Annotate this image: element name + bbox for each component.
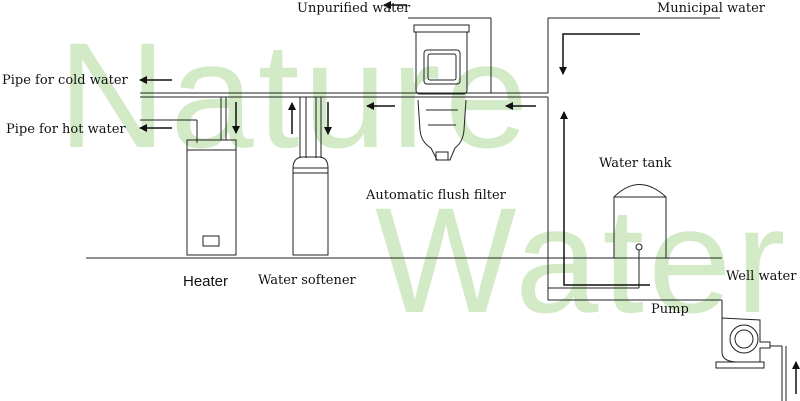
label-unpurified-water: Unpurified water — [297, 1, 411, 16]
label-well-water: Well water — [726, 269, 797, 284]
water-tank-unit — [548, 184, 667, 289]
water-softener-unit — [292, 156, 329, 256]
label-water-tank: Water tank — [599, 156, 672, 171]
pump-unit — [715, 317, 787, 401]
label-pump: Pump — [651, 302, 689, 317]
flush-filter-unit — [413, 24, 470, 161]
label-municipal-water: Municipal water — [657, 1, 766, 16]
label-heater: Heater — [183, 273, 229, 290]
label-pipe-cold: Pipe for cold water — [2, 73, 128, 88]
label-water-softener: Water softener — [258, 273, 356, 288]
heater-unit — [186, 139, 237, 256]
watermark-nature: Nature — [58, 11, 533, 179]
label-pipe-hot: Pipe for hot water — [6, 122, 126, 137]
label-flush-filter: Automatic flush filter — [366, 188, 506, 203]
watermark-water: Water — [375, 176, 790, 344]
arrow-municipal-in — [559, 33, 640, 75]
arrow-well-up — [560, 111, 650, 286]
